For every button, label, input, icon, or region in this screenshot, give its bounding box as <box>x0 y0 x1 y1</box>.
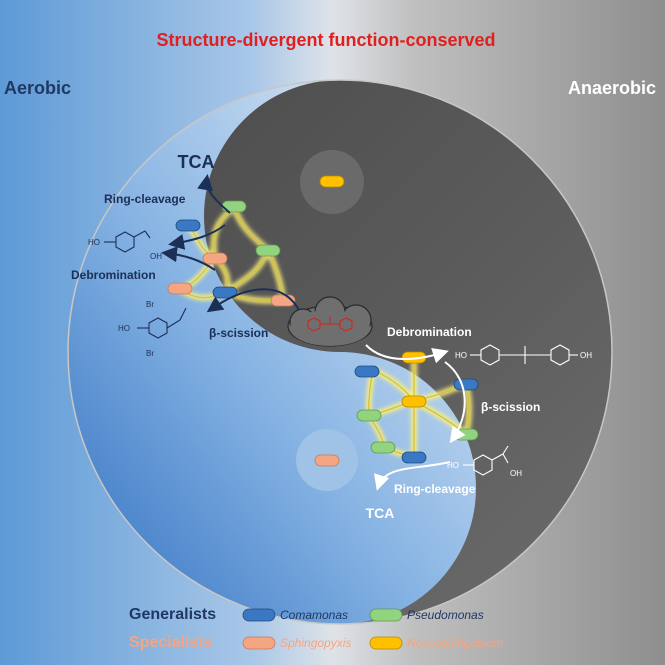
anaerobic-beta-scission-label: β-scission <box>481 400 540 414</box>
anaerobic-pathway: Debromination β-scission Ring-cleavage T… <box>365 325 540 521</box>
legend: Generalists Specialists Comamonas Pseudo… <box>129 606 503 651</box>
comamonas-cell <box>354 365 380 378</box>
pseudomonas-cell <box>370 441 396 454</box>
legend-swatch-sphingopyxis <box>242 636 276 650</box>
comamonas-cell <box>175 219 201 232</box>
comamonas-cell <box>401 451 427 464</box>
comamonas-cell <box>453 378 479 391</box>
sphingopyxis-cell <box>202 252 228 265</box>
yin-yang-outline <box>67 79 613 625</box>
pseudomonas-cell <box>356 409 382 422</box>
aerobic-debromination-label: Debromination <box>71 268 156 282</box>
molecule-label-br: Br <box>146 300 154 309</box>
sphingopyxis-cell <box>167 282 193 295</box>
aerobic-ring-cleavage-label: Ring-cleavage <box>104 192 186 206</box>
molecule-label-ho: HO <box>447 461 459 470</box>
bisphenol-a-molecule <box>470 344 578 366</box>
anaerobic-debromination-label: Debromination <box>387 325 472 339</box>
tbbpa-cloud <box>287 296 373 347</box>
arrow-beta-scission <box>444 361 466 444</box>
legend-label-comamonas: Comamonas <box>280 608 348 622</box>
dibromophenol-molecule <box>137 307 187 339</box>
molecule-label-oh: OH <box>510 469 522 478</box>
legend-label-novosphingobium: Novosphingobium <box>407 636 503 650</box>
legend-swatch-pseudomonas <box>369 608 403 622</box>
title: Structure-divergent function-conserved <box>156 30 495 50</box>
legend-swatch-comamonas <box>242 608 276 622</box>
legend-label-pseudomonas: Pseudomonas <box>407 608 484 622</box>
arrow-debromination <box>365 344 449 364</box>
hydroxybenzoic-acid-molecule <box>104 230 151 253</box>
aerobic-network <box>167 200 296 307</box>
arrow-to-tca <box>197 174 231 214</box>
aerobic-label: Aerobic <box>4 78 71 98</box>
arrow-debromination <box>161 246 216 271</box>
pseudomonas-cell <box>255 244 281 257</box>
arrow-ring-cleavage <box>374 461 451 491</box>
legend-specialists: Specialists <box>129 634 213 651</box>
sphingopyxis-cell <box>314 454 340 467</box>
molecule-label-br: Br <box>146 349 154 358</box>
legend-generalists: Generalists <box>129 606 216 623</box>
molecule-label-ho: HO <box>88 238 100 247</box>
anaerobic-ring-cleavage-label: Ring-cleavage <box>394 482 476 496</box>
aerobic-tca-label: TCA <box>178 152 215 172</box>
anaerobic-tca-label: TCA <box>366 505 395 521</box>
legend-swatch-novosphingobium <box>369 636 403 650</box>
anaerobic-label: Anaerobic <box>568 78 656 98</box>
molecule-label-oh: OH <box>580 351 592 360</box>
legend-label-sphingopyxis: Sphingopyxis <box>280 636 351 650</box>
molecule-label-ho: HO <box>455 351 467 360</box>
novosphingobium-cell <box>319 175 345 188</box>
novosphingobium-cell <box>401 395 427 408</box>
yin-yang-light-half <box>68 80 476 624</box>
molecule-label-oh: OH <box>150 252 162 261</box>
arrow-ring-cleavage <box>168 224 226 250</box>
comamonas-cell <box>212 286 238 299</box>
arrow-beta-scission <box>206 288 301 313</box>
molecule-label-ho: HO <box>118 324 130 333</box>
aerobic-beta-scission-label: β-scission <box>209 326 268 340</box>
aerobic-pathway: TCA Ring-cleavage Debromination β-scissi… <box>71 152 301 340</box>
hydroxybenzoic-acid-molecule <box>463 445 509 476</box>
